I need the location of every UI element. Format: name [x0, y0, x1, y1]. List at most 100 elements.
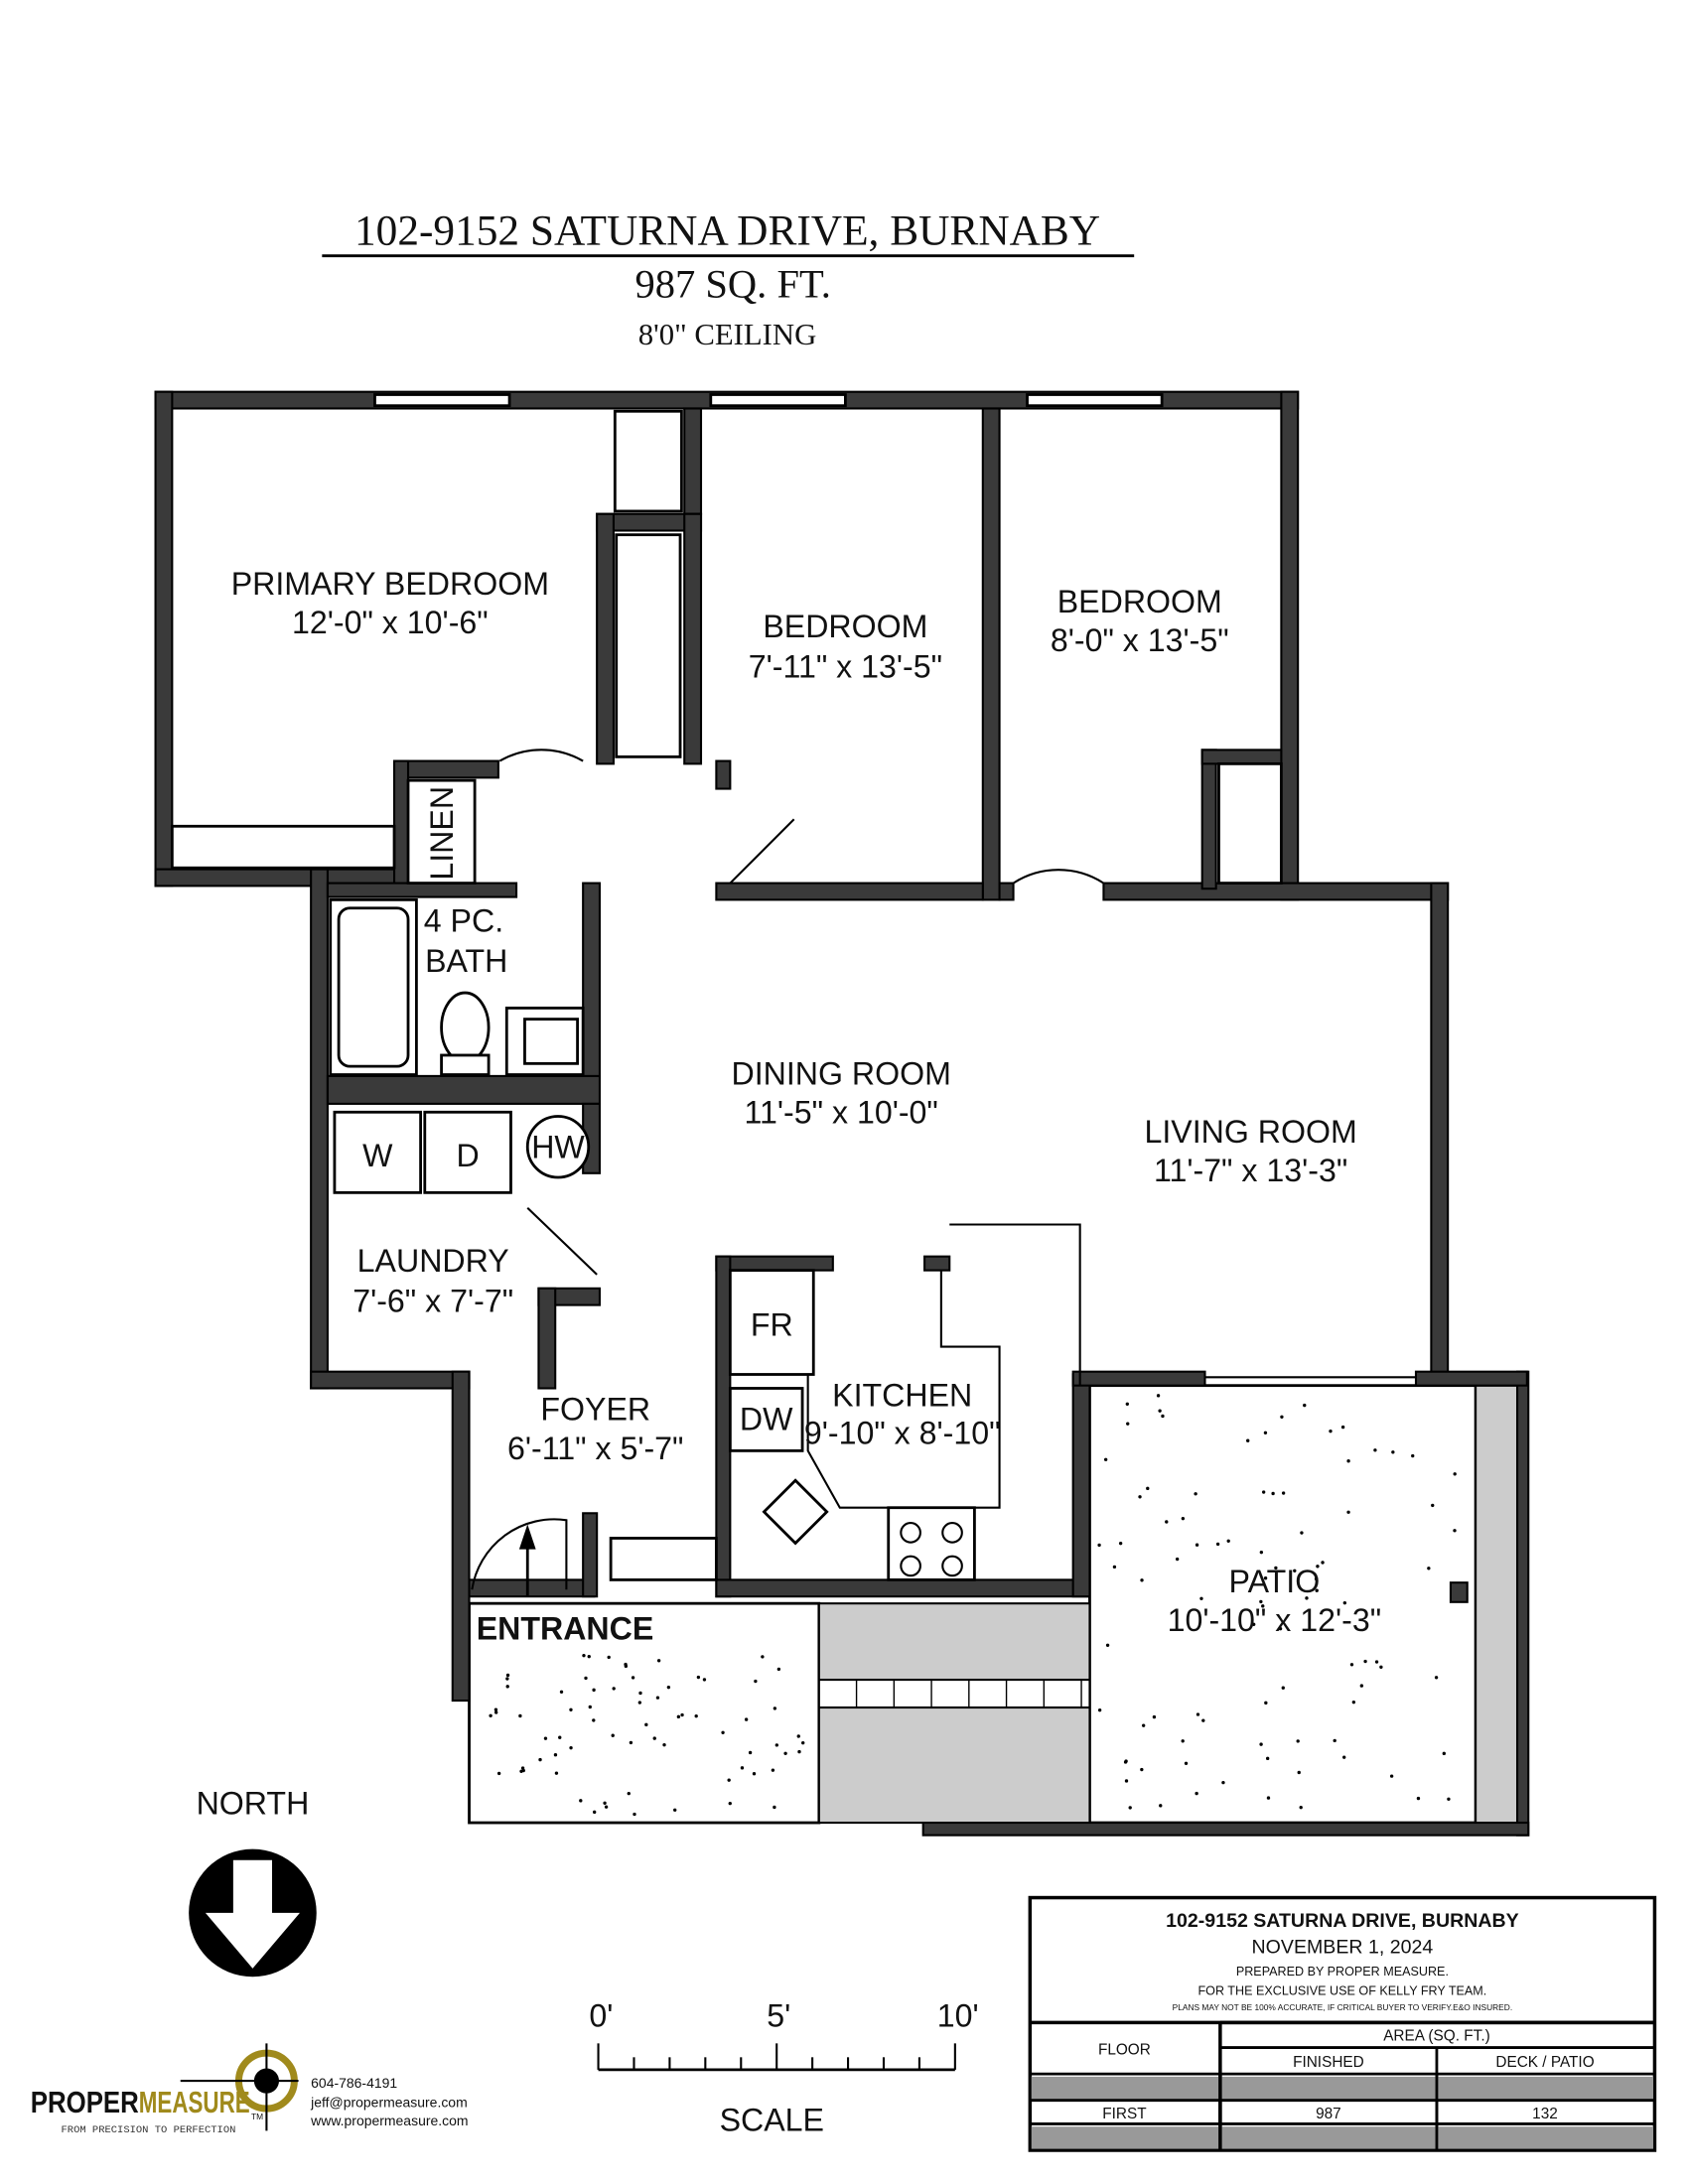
- stipple-dot: [1181, 1739, 1185, 1743]
- stipple-dot: [569, 1745, 573, 1750]
- stipple-dot: [588, 1705, 592, 1709]
- stipple-dot: [644, 1722, 648, 1727]
- stipple-dot: [1266, 1796, 1271, 1800]
- stipple-dot: [505, 1685, 509, 1689]
- stipple-dot: [1201, 1718, 1205, 1722]
- stipple-dot: [748, 1750, 753, 1755]
- stipple-dot: [1196, 1712, 1200, 1716]
- stipple-dot: [1261, 1604, 1265, 1608]
- stipple-dot: [774, 1743, 779, 1747]
- bath-label-2: BATH: [425, 943, 507, 979]
- stipple-dot: [637, 1701, 642, 1705]
- dishwasher-label: DW: [740, 1401, 793, 1436]
- stipple-dot: [631, 1676, 635, 1680]
- scale-tick-0: 0': [589, 1998, 613, 2034]
- stipple-dot: [1271, 1491, 1275, 1496]
- stipple-dot: [1265, 1756, 1270, 1761]
- dryer-label: D: [457, 1138, 480, 1173]
- room-primary-bedroom-name: PRIMARY BEDROOM: [231, 566, 549, 602]
- stipple-dot: [776, 1667, 781, 1672]
- stipple-dot: [1246, 1438, 1250, 1442]
- room-living-name: LIVING ROOM: [1144, 1114, 1356, 1150]
- stipple-dot: [656, 1659, 661, 1663]
- title-block: 102-9152 SATURNA DRIVE, BURNABY NOVEMBER…: [1028, 1895, 1657, 2152]
- room-dining-dims: 11'-5" x 10'-0": [745, 1094, 938, 1130]
- walls: [154, 390, 1530, 1837]
- logo-tagline: FROM PRECISION TO PERFECTION: [62, 2124, 236, 2136]
- stipple-dot: [744, 1717, 749, 1721]
- stipple-dot: [1259, 1550, 1264, 1555]
- room-kitchen-dims: 9'-10" x 8'-10": [804, 1415, 1001, 1450]
- room-laundry-dims: 7'-6" x 7'-7": [352, 1284, 513, 1319]
- exterior-surfaces: [468, 1384, 1519, 1825]
- stipple-dot: [1140, 1578, 1144, 1582]
- stipple-dot: [1165, 1520, 1169, 1524]
- stipple-dot: [1447, 1797, 1451, 1801]
- stipple-dot: [1124, 1779, 1129, 1783]
- stipple-dot: [1112, 1565, 1117, 1570]
- stipple-dot: [1263, 1576, 1268, 1580]
- logo-email: jeff@propermeasure.com: [310, 2095, 468, 2111]
- plan-title: 102-9152 SATURNA DRIVE, BURNABY: [354, 207, 1100, 255]
- windows: [373, 393, 1416, 1379]
- stipple-dot: [676, 1714, 681, 1719]
- room-bedroom2-name: BEDROOM: [763, 609, 927, 644]
- stipple-dot: [1195, 1543, 1199, 1547]
- stipple-dot: [740, 1766, 745, 1770]
- room-living-dims: 11'-7" x 13'-3": [1154, 1153, 1347, 1188]
- stipple-dot: [1159, 1804, 1163, 1808]
- stipple-dot: [1274, 1566, 1278, 1570]
- stipple-dot: [1316, 1565, 1320, 1569]
- stipple-dot: [796, 1734, 800, 1738]
- room-bedroom2-dims: 7'-11" x 13'-5": [749, 649, 942, 685]
- room-foyer-name: FOYER: [540, 1392, 650, 1428]
- stipple-dot: [652, 1736, 656, 1740]
- stipple-dot: [638, 1691, 642, 1696]
- stipple-dot: [1342, 1601, 1347, 1605]
- stipple-dot: [1434, 1676, 1439, 1680]
- room-bedroom3-name: BEDROOM: [1057, 584, 1222, 619]
- stipple-dot: [1314, 1576, 1319, 1581]
- stipple-dot: [592, 1688, 596, 1693]
- stipple-dot: [1389, 1774, 1394, 1778]
- tb-col-deck: DECK / PATIO: [1495, 2054, 1594, 2071]
- stipple-dot: [1373, 1448, 1377, 1452]
- stipple-dot: [1126, 1422, 1130, 1426]
- stipple-dot: [1175, 1557, 1180, 1562]
- stipple-dot: [505, 1677, 509, 1681]
- stipple-dot: [797, 1749, 801, 1754]
- bath-label-1: 4 PC.: [424, 903, 503, 939]
- stipple-dot: [1379, 1665, 1383, 1669]
- stipple-dot: [584, 1676, 588, 1681]
- stipple-dot: [587, 1654, 591, 1659]
- proper-measure-logo: PROPER MEASURE TM FROM PRECISION TO PERF…: [31, 2043, 469, 2136]
- tb-address: 102-9152 SATURNA DRIVE, BURNABY: [1166, 1910, 1518, 1932]
- tb-exclusive: FOR THE EXCLUSIVE USE OF KELLY FRY TEAM.: [1197, 1983, 1486, 1997]
- stipple-dot: [1264, 1701, 1268, 1706]
- stipple-dot: [520, 1766, 525, 1770]
- tb-date: NOVEMBER 1, 2024: [1252, 1936, 1434, 1958]
- room-kitchen-name: KITCHEN: [832, 1378, 972, 1414]
- stipple-dot: [773, 1805, 776, 1810]
- stipple-dot: [1296, 1739, 1300, 1743]
- stipple-dot: [553, 1753, 558, 1757]
- stipple-dot: [1329, 1430, 1333, 1433]
- stipple-dot: [1199, 1596, 1203, 1600]
- stipple-dot: [633, 1812, 636, 1817]
- stipple-dot: [680, 1712, 684, 1717]
- scale-tick-10: 10': [937, 1998, 979, 2034]
- stipple-dot: [611, 1733, 615, 1737]
- tb-col-finished: FINISHED: [1293, 2054, 1364, 2071]
- room-foyer-dims: 6'-11" x 5'-7": [507, 1431, 683, 1466]
- stipple-dot: [783, 1751, 787, 1755]
- north-label: NORTH: [197, 1786, 310, 1822]
- room-patio-name: PATIO: [1229, 1564, 1321, 1599]
- stipple-dot: [593, 1810, 597, 1815]
- stipple-dot: [1156, 1394, 1161, 1398]
- stipple-dot: [1226, 1539, 1230, 1543]
- stipple-dot: [1184, 1761, 1189, 1765]
- stipple-dot: [1363, 1659, 1367, 1664]
- stipple-dot: [1346, 1510, 1350, 1514]
- stipple-dot: [1158, 1409, 1162, 1413]
- stipple-dot: [1118, 1541, 1123, 1546]
